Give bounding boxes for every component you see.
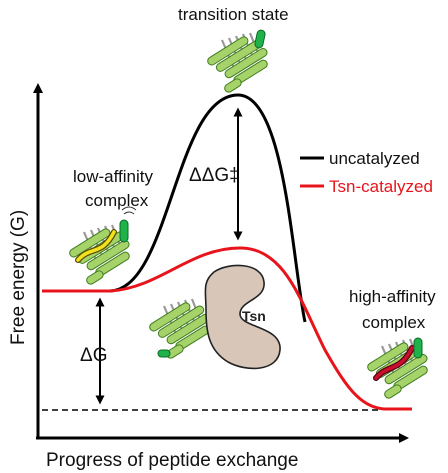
legend-label-catalyzed: Tsn-catalyzed — [329, 177, 433, 196]
tsn-protein-icon: Tsn — [204, 264, 281, 370]
legend-label-uncatalyzed: uncatalyzed — [329, 149, 420, 168]
uncatalyzed-curve — [109, 93, 307, 323]
mhc-complex-icon — [147, 297, 212, 361]
barrier-label: ΔΔG‡ — [189, 165, 240, 186]
y-axis-title: Free energy (G) — [8, 210, 29, 345]
x-axis-title: Progress of peptide exchange — [46, 450, 298, 471]
mhc-complex-icon — [205, 29, 270, 95]
high-affinity-label-line2: complex — [362, 313, 426, 332]
delta-g-label: ΔG — [80, 345, 107, 366]
low-affinity-label-line1: low-affinity — [73, 167, 153, 186]
high-affinity-label-line1: high-affinity — [349, 287, 436, 306]
tsn-label: Tsn — [242, 308, 266, 324]
legend: uncatalyzed Tsn-catalyzed — [300, 149, 433, 196]
transition-state-label: transition state — [178, 5, 289, 24]
legend-item-catalyzed: Tsn-catalyzed — [300, 177, 433, 196]
low-affinity-label-line2: complex — [85, 191, 149, 210]
axes — [33, 83, 409, 443]
legend-item-uncatalyzed: uncatalyzed — [300, 149, 420, 168]
mhc-complex-icon — [365, 337, 430, 401]
catalyzed-curve — [42, 246, 412, 411]
mhc-complex-icon — [67, 206, 137, 287]
